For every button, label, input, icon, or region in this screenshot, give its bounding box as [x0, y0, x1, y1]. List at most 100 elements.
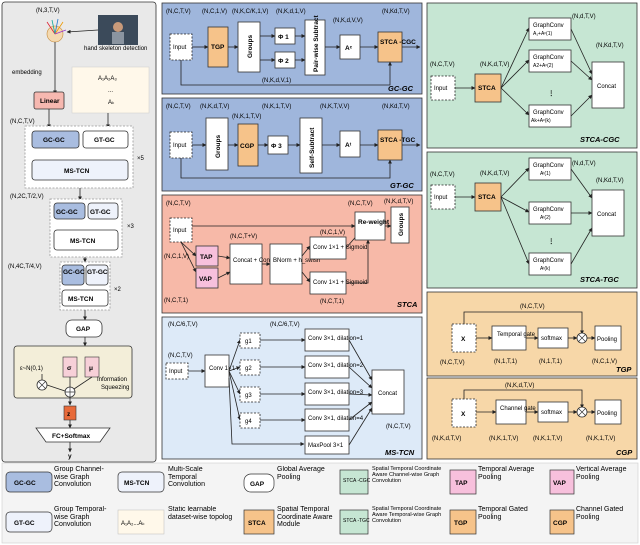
- stca-tgc-panel: (N,C,T,V) Input STCA (N,K,d,T,V) GraphCo…: [426, 151, 638, 289]
- ms-tcn-panel: Input (N,C,T,V) (N,C/6,T,V) Conv 1×1 g1 …: [161, 316, 423, 460]
- repeat-x5: ×5: [137, 156, 145, 162]
- output-y: y: [68, 453, 72, 460]
- svg-text:(N,K,d,T,V): (N,K,d,T,V): [505, 383, 534, 389]
- svg-text:×3: ×3: [127, 224, 135, 230]
- gc-gc-panel: (N,C,T,V) Input TGP (N,C,1,V) Groups (N,…: [161, 2, 423, 95]
- svg-text:MS-TCN: MS-TCN: [70, 238, 96, 245]
- svg-text:(N,Kd,T,V): (N,Kd,T,V): [596, 43, 624, 49]
- tgp-panel: X (N,C,T,V) (N,C,T,V) Temporal gate (N,1…: [426, 291, 638, 377]
- svg-text:(N,C,1,V): (N,C,1,V): [202, 9, 227, 15]
- svg-text:Squeezing: Squeezing: [101, 385, 129, 391]
- svg-text:GC-GC: GC-GC: [388, 84, 414, 93]
- svg-text:Pooling: Pooling: [597, 411, 617, 417]
- svg-text:g3: g3: [245, 393, 252, 399]
- svg-text:Groups: Groups: [247, 35, 254, 58]
- svg-text:CGP: CGP: [616, 448, 633, 457]
- svg-text:Concat: Concat: [378, 391, 397, 397]
- svg-text:×2: ×2: [114, 287, 122, 293]
- svg-text:(N,d,T,V): (N,d,T,V): [572, 161, 596, 167]
- svg-text:(N,K,1,T,V): (N,K,1,T,V): [489, 436, 518, 442]
- svg-text:(N,K,d,T,V): (N,K,d,T,V): [384, 199, 413, 205]
- svg-text:Concat + Conv1×1: Concat + Conv1×1: [233, 258, 284, 264]
- a-seq: A₁A₂A₃: [98, 76, 117, 82]
- hand-skeleton-label: hand skeleton detection: [84, 46, 147, 52]
- gt-gc-panel: (N,C,T,V) Input Groups (N,K,d,T,V) CGP (…: [161, 97, 423, 192]
- svg-text:(N,C,T,1): (N,C,T,1): [164, 298, 188, 304]
- svg-text:(N,C,T+V): (N,C,T+V): [230, 234, 257, 240]
- svg-text:STCA-CGC: STCA-CGC: [580, 135, 620, 144]
- svg-text:(N,K,1,T,V): (N,K,1,T,V): [262, 104, 291, 110]
- svg-text:STCA -CGC: STCA -CGC: [380, 39, 416, 46]
- svg-text:⋮: ⋮: [548, 89, 555, 97]
- svg-text:(N,K,d,T,V): (N,K,d,T,V): [480, 62, 509, 68]
- input-shape: (N,3,T,V): [36, 8, 60, 14]
- svg-text:Conv 3×1, dilation=4: Conv 3×1, dilation=4: [308, 416, 364, 422]
- stca-panel: (N,C,T,V) Input TAP VAP (N,C,1,V) (N,C,T…: [161, 194, 423, 314]
- svg-text:(N,C,T,V): (N,C,T,V): [430, 62, 455, 68]
- svg-text:(N,C,T,1): (N,C,T,1): [320, 299, 344, 305]
- svg-text:...: ...: [108, 88, 113, 94]
- svg-text:z: z: [67, 411, 71, 418]
- svg-text:Input: Input: [169, 369, 183, 375]
- svg-text:MS-TCN: MS-TCN: [385, 448, 415, 457]
- svg-text:(N,K,C/K,1,V): (N,K,C/K,1,V): [232, 9, 268, 15]
- svg-text:(N,1,T,1): (N,1,T,1): [539, 359, 562, 365]
- svg-text:MaxPool 3×1: MaxPool 3×1: [308, 443, 344, 449]
- embedding-label: embedding: [12, 70, 42, 76]
- svg-text:STCA: STCA: [248, 520, 266, 527]
- svg-text:g1: g1: [245, 339, 252, 345]
- svg-text:(N,C,1,V): (N,C,1,V): [164, 254, 189, 260]
- svg-text:Temporal gate: Temporal gate: [497, 332, 536, 338]
- svg-text:GraphConv: GraphConv: [533, 258, 564, 264]
- svg-text:(N,K,d,1,V): (N,K,d,1,V): [276, 9, 306, 15]
- svg-text:STCA: STCA: [478, 194, 496, 201]
- svg-text:BNorm + h_swish: BNorm + h_swish: [273, 258, 320, 264]
- svg-text:(N,Kd,T,V): (N,Kd,T,V): [596, 178, 624, 184]
- svg-text:(N,C,T,V): (N,C,T,V): [166, 104, 191, 110]
- ms-tcn-block: [31, 159, 129, 181]
- svg-text:(N,C,T,V): (N,C,T,V): [440, 360, 465, 366]
- fc-softmax-box: [35, 427, 111, 443]
- svg-text:g4: g4: [245, 419, 252, 425]
- svg-text:GraphConv: GraphConv: [533, 110, 564, 116]
- svg-text:⋮: ⋮: [548, 237, 555, 245]
- svg-text:Conv 1×1 + Sigmoid: Conv 1×1 + Sigmoid: [313, 245, 367, 251]
- svg-text:Conv 1×1: Conv 1×1: [209, 366, 236, 372]
- svg-text:Aᵗ: Aᵗ: [345, 142, 352, 149]
- svg-text:STCA -CGC: STCA -CGC: [343, 478, 371, 484]
- svg-text:softmax: softmax: [541, 410, 562, 416]
- svg-text:GT-GC: GT-GC: [14, 520, 35, 527]
- svg-text:STCA-TGC: STCA-TGC: [580, 275, 619, 284]
- gt-gc-block: [82, 130, 129, 149]
- svg-text:Channel gate: Channel gate: [500, 406, 536, 412]
- svg-text:σ: σ: [67, 365, 72, 372]
- shape-2: (N,2C,T/2,V): [10, 194, 44, 200]
- svg-text:(N,Kd,T,V): (N,Kd,T,V): [382, 104, 410, 110]
- svg-text:GT-GC: GT-GC: [90, 209, 111, 216]
- svg-text:(N,K,d,T,V): (N,K,d,T,V): [200, 104, 229, 110]
- svg-text:GC-GC: GC-GC: [56, 209, 78, 216]
- svg-text:(N,Kd,T,V): (N,Kd,T,V): [382, 9, 410, 15]
- svg-text:(N,C/6,T,V): (N,C/6,T,V): [168, 322, 198, 328]
- svg-text:(N,K,d,V,V): (N,K,d,V,V): [333, 18, 363, 24]
- svg-text:(N,K,T,V,V): (N,K,T,V,V): [320, 104, 349, 110]
- svg-text:(N,C,T,V): (N,C,T,V): [168, 353, 193, 359]
- svg-text:μ: μ: [89, 365, 93, 372]
- svg-text:GT-GC: GT-GC: [87, 269, 108, 276]
- svg-text:Aᶜ: Aᶜ: [345, 45, 353, 52]
- svg-text:Self-Subtract: Self-Subtract: [309, 127, 316, 168]
- svg-text:GC-GC: GC-GC: [43, 137, 65, 144]
- svg-text:GraphConv: GraphConv: [533, 207, 564, 213]
- svg-text:Aᵗ(k): Aᵗ(k): [540, 266, 551, 272]
- svg-text:GraphConv: GraphConv: [533, 23, 564, 29]
- svg-text:A₁+Aᶜ(1): A₁+Aᶜ(1): [533, 31, 552, 37]
- cgp-panel: X (N,K,d,T,V) (N,K,d,T,V) Channel gate (…: [426, 377, 638, 460]
- static-topology-box: [71, 66, 150, 114]
- svg-text:TAP: TAP: [455, 480, 468, 487]
- svg-text:(N,C,T,V): (N,C,T,V): [386, 424, 411, 430]
- svg-text:A2+Aᶜ(2): A2+Aᶜ(2): [533, 63, 554, 69]
- svg-text:GAP: GAP: [250, 481, 265, 488]
- svg-text:MS-TCN: MS-TCN: [124, 480, 150, 487]
- gc-gc-block: [31, 130, 80, 149]
- svg-text:TAP: TAP: [200, 254, 213, 261]
